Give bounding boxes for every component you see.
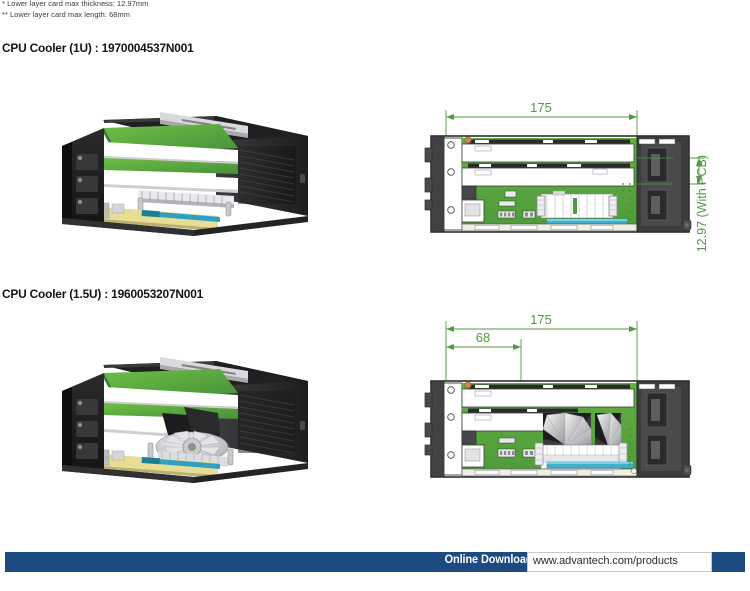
section-title-cpu-cooler-1u: CPU Cooler (1U) : 1970004537N001: [2, 41, 194, 55]
15u-chassis-top-view-drawing: 175 68: [415, 305, 735, 485]
section-title-cpu-cooler-15u: CPU Cooler (1.5U) : 1960053207N001: [2, 287, 204, 301]
dimension-height-with-pcb-label-1u: 12.97 (With PCB): [695, 155, 709, 252]
footer-url-box[interactable]: [527, 552, 712, 572]
1u-chassis-top-view-drawing: 175 12.97 (With PCB): [415, 60, 735, 252]
footer-online-download-label: Online Download: [444, 554, 532, 566]
dimension-175-label-15u: 175: [530, 312, 552, 327]
section-block-15u: 175 68: [0, 305, 750, 520]
section-block-1u: 175 12.97 (With PCB): [0, 60, 750, 275]
15u-chassis-isometric-photo: [42, 343, 342, 483]
dimension-68-label-15u: 68: [476, 330, 490, 345]
dimension-175-label-1u: 175: [530, 100, 552, 115]
footnote-card-thickness: * Lower layer card max thickness: 12.97m…: [2, 0, 149, 8]
footer-url-text[interactable]: www.advantech.com/products: [533, 555, 678, 567]
1u-chassis-isometric-photo: [42, 98, 342, 238]
footnotes-block: * Lower layer card max thickness: 12.97m…: [2, 0, 402, 20]
footnote-card-length: ** Lower layer card max length: 68mm: [2, 10, 130, 19]
